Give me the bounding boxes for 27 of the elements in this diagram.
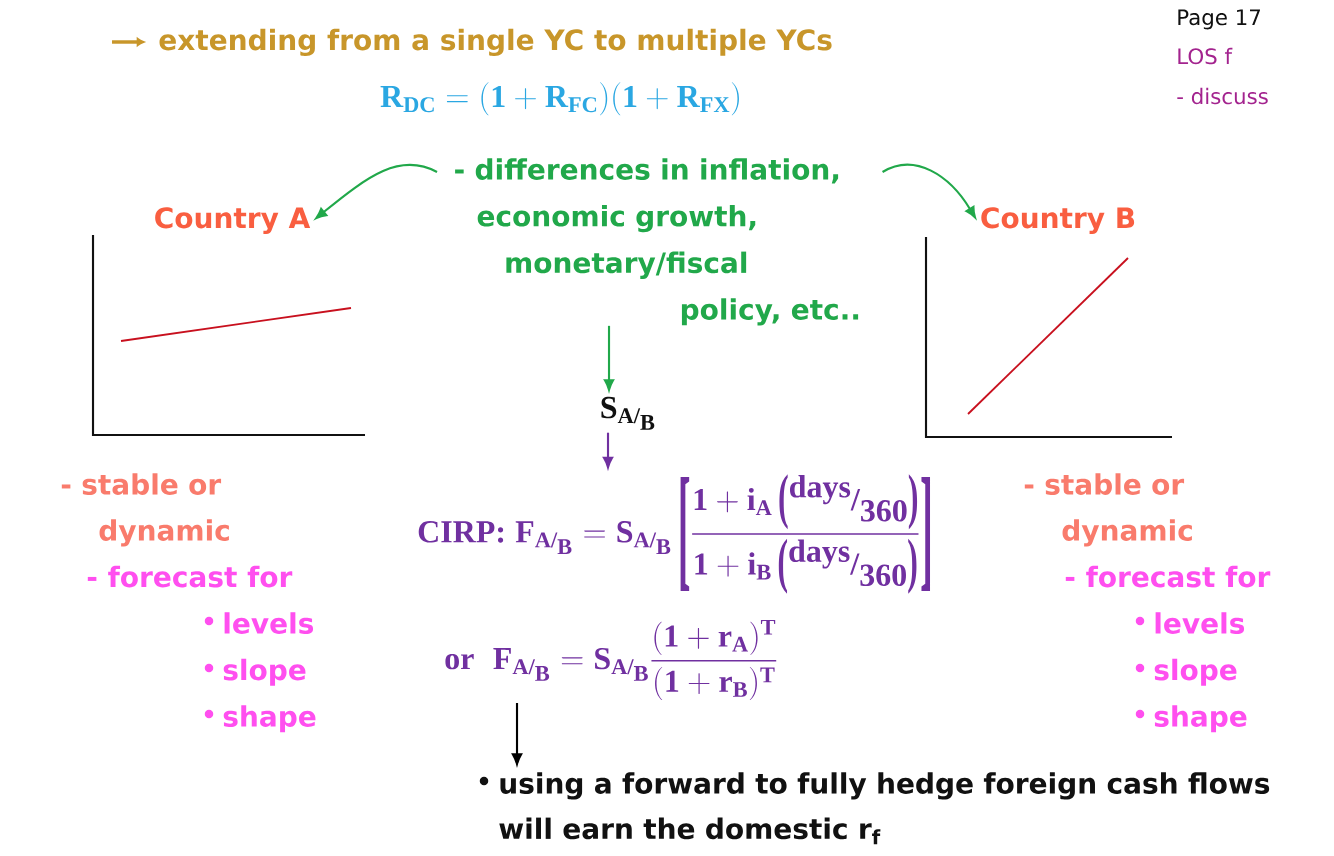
heading-text: extending from a single YC to multiple YCs <box>159 28 832 57</box>
list-text: levels <box>1155 612 1245 634</box>
country-heading: Country B <box>981 207 1135 235</box>
formula: $\mathbf{R}_{\mathbf{DC}}=(\mathbf{1}+\mathbf{R}_{\mathbf{FC}})(\mathbf{1}+\mathbf{R}_{\mathbf{FX}})$ <box>380 82 739 116</box>
arrow <box>315 163 438 220</box>
list-text: - forecast for <box>1065 565 1271 588</box>
arrow <box>603 325 615 391</box>
arrow <box>882 163 976 219</box>
page-number: Page 17 <box>1178 9 1260 30</box>
list-text: - stable or dynamic <box>61 473 229 547</box>
country-heading: Country A <box>155 207 311 235</box>
bullet-point-text: using a forward to fully hedge foreign cash flows will earn the domestic r$_{f}$ <box>499 772 1270 845</box>
formula: $\textbf{or}\;\;\mathbf{F}_{\mathbf{A}\textbf{/}_{\scriptstyle\mathbf{B}}}=\mathbf{S}_{\mathbf{A}\textbf{/}_{\scriptstyle\mathbf{B}}}\frac{(\mathbf{1}+\mathbf{r}_{\mathbf{A}})^{\mathbf{T}}}{(\mathbf{1}+\mathbf{r}_{\mathbf{B}})^{\mathbf{T}}}$ <box>445 619 777 701</box>
note-text: - differences in inflation, economic growth, monetary/fiscal policy, etc.. <box>455 158 859 326</box>
formula: $\textbf{CIRP:}\;\mathbf{F}_{\mathbf{A}\textbf{/}_{\scriptstyle\mathbf{B}}}=\mathbf{S}_{\mathbf{A}\textbf{/}_{\scriptstyle\mathbf{B}}}\,\vcenter{\hbox{\scalebox{1.2}[4.3]{[}}}\frac{\mathbf{1}+\mathbf{i}_{\mathbf{A}}\,\vcenter{\hbox{\scalebox{1}[1.9]{(}}}\raisebox{0.4em}{\textbf{days}}\textbf{/}\raisebox{-0.35em}{\textbf{360}}\vcenter{\hbox{\scalebox{1}[1.9]{)}}}}{\mathbf{1}+\mathbf{i}_{\mathbf{B}}\,\vcenter{\hbox{\scalebox{1}[1.9]{(}}}\raisebox{0.4em}{\textbf{days}}\textbf{/}\raisebox{-0.35em}{\textbf{360}}\vcenter{\hbox{\scalebox{1}[1.9]{)}}}}\vcenter{\hbox{\scalebox{1.2}[4.3]{]}}}$ <box>418 474 930 594</box>
arrow <box>511 703 523 765</box>
list-text: shape <box>1154 705 1247 733</box>
list-text: - stable or dynamic <box>1024 473 1192 547</box>
list-text: shape <box>223 705 316 733</box>
note-text: - discuss <box>1177 87 1268 105</box>
list-text: slope <box>223 658 306 686</box>
arrow <box>602 432 614 469</box>
list-text: slope <box>1154 658 1237 686</box>
note-text: LOS f <box>1178 47 1233 65</box>
formula: $\mathbf{S}_{\mathbf{A}\textbf{/}_{\scriptstyle\mathbf{B}}}$ <box>601 396 655 430</box>
list-text: levels <box>224 612 314 634</box>
list-text: - forecast for <box>87 565 293 588</box>
